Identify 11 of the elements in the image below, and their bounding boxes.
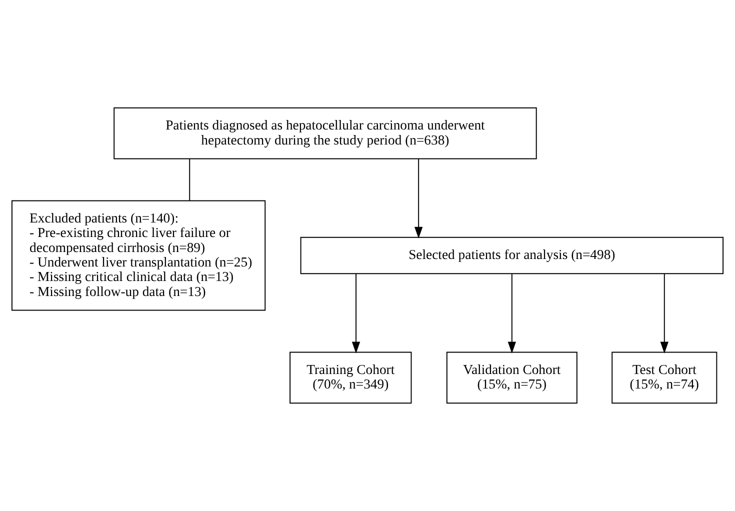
node-box: Excluded patients (n=140): - Pre-existing chronic liver failure or decompensated cirrhosis (n=89) - Underwent liver transplantation (n=25) - Missing critical clinical data (n=13) - Missing follow-up data (n=13) xyxy=(11,200,266,311)
node-box: Test Cohort (15%, n=74) xyxy=(612,352,718,404)
arrow xyxy=(352,273,360,354)
node-box: Validation Cohort (15%, n=75) xyxy=(446,352,578,404)
node-box: Selected patients for analysis (n=498) xyxy=(300,236,724,274)
node-box: Patients diagnosed as hepatocellular carcinoma underwent hepatectomy during the study period (n=638) xyxy=(114,107,537,160)
arrow xyxy=(660,273,668,354)
node-box: Training Cohort (70%, n=349) xyxy=(290,352,412,404)
arrow xyxy=(414,158,423,239)
connector xyxy=(189,158,190,202)
arrow xyxy=(508,273,516,354)
